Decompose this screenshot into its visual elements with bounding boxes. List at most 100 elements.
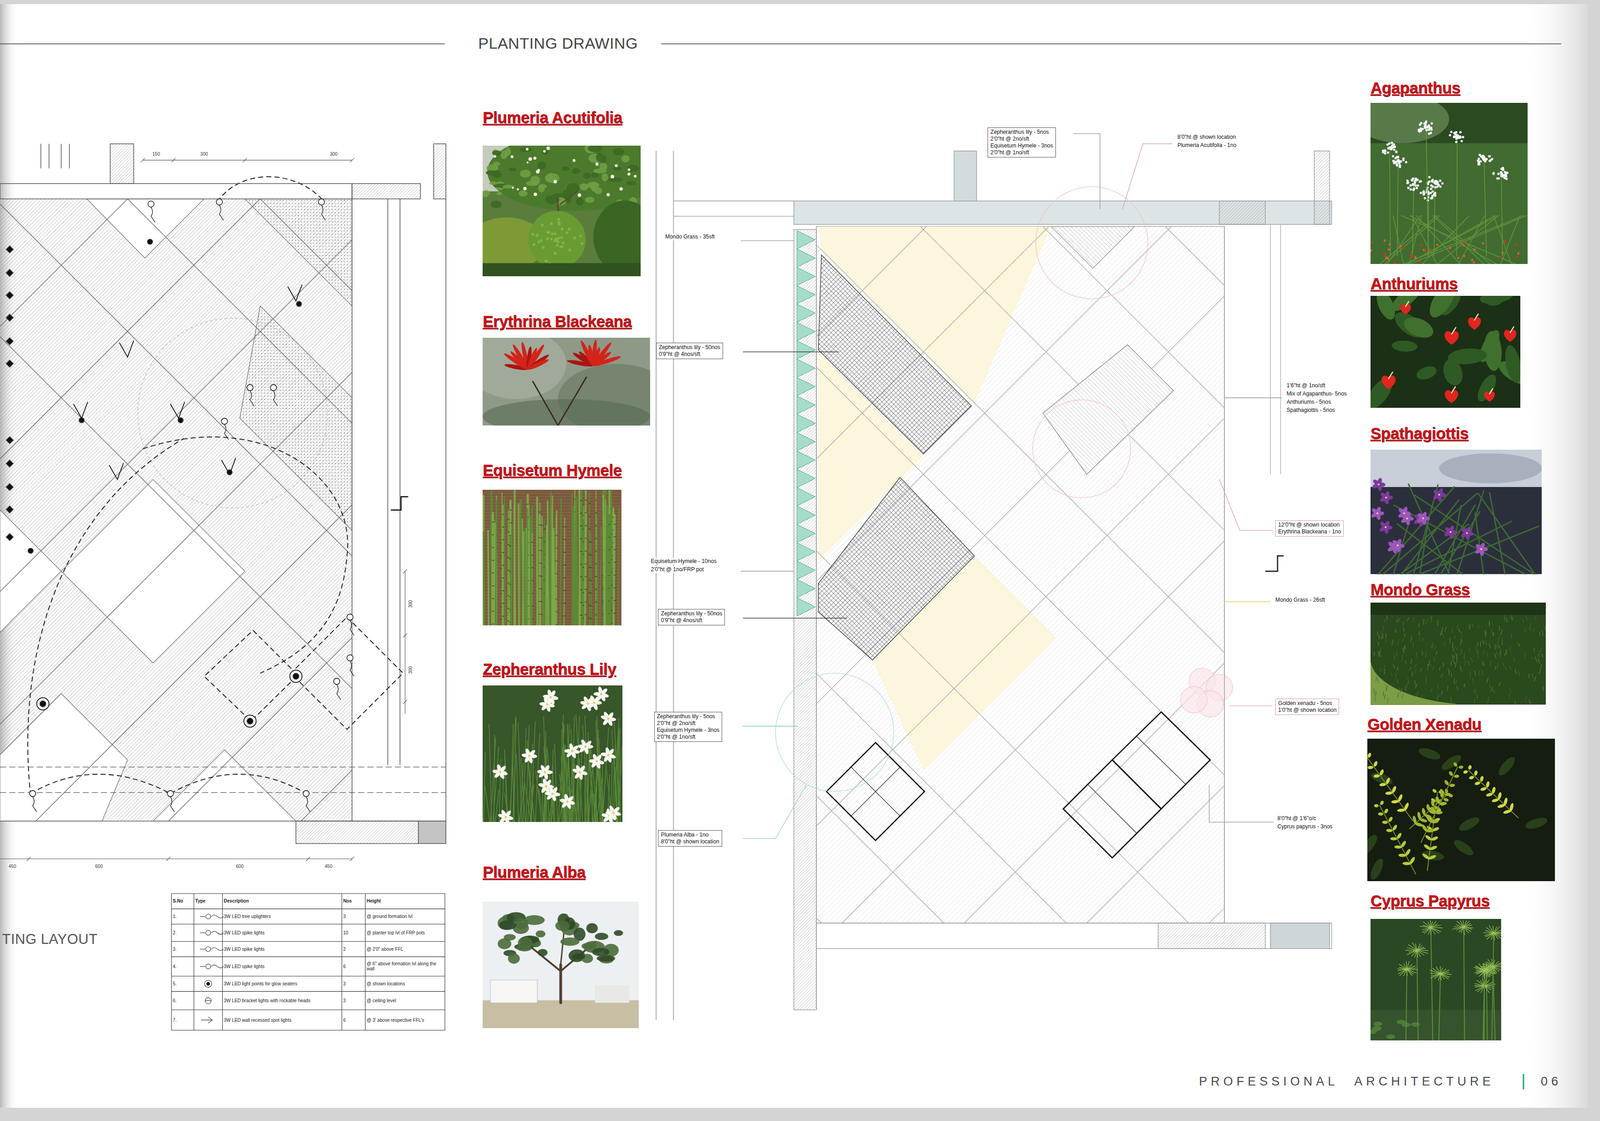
plant-photo	[1434, 505, 1475, 575]
plant-photo	[585, 563, 587, 565]
plant-photo	[1421, 517, 1424, 520]
plant-photo	[1464, 526, 1472, 535]
plant-photo	[560, 937, 580, 947]
plant-photo	[1485, 641, 1487, 646]
plant-photo	[1531, 657, 1533, 661]
plant-photo	[585, 490, 586, 626]
plant-photo	[595, 589, 597, 590]
plant-photo	[1455, 137, 1458, 140]
light-fixture-symbol	[246, 384, 253, 391]
plant-photo	[1505, 650, 1507, 656]
lighting-schedule-table	[205, 914, 211, 920]
plant-photo	[1405, 521, 1512, 575]
plant-photo	[502, 577, 505, 579]
plant-card: Plumeria Acutifolia	[482, 108, 641, 277]
lighting-schedule-table	[205, 964, 211, 970]
plant-photo	[1494, 666, 1496, 671]
walls	[69, 143, 70, 169]
plant-photo	[1403, 802, 1410, 812]
plant-photo	[482, 685, 623, 823]
plant-photo	[1373, 698, 1376, 702]
plant-photo	[1414, 256, 1417, 259]
tree-canopy-circles	[775, 186, 1233, 792]
plant-photo	[1528, 627, 1531, 632]
plant-photo	[1471, 659, 1473, 663]
plant-photo	[557, 377, 586, 426]
plant-photo	[509, 167, 517, 172]
plant-photo	[1370, 1029, 1377, 1035]
plant-photo	[1367, 832, 1380, 857]
plant-photo	[1494, 645, 1496, 650]
plant-photo	[1533, 628, 1534, 632]
lighting-schedule-table	[205, 930, 211, 936]
plant-photo	[1383, 490, 1391, 500]
plant-photo	[502, 526, 505, 528]
plant-photo	[1450, 697, 1452, 703]
plant-photo	[504, 147, 511, 156]
plant-photo	[1441, 691, 1443, 696]
plant-photo	[565, 231, 569, 235]
plant-photo	[482, 493, 622, 495]
plant-photo	[1398, 166, 1402, 169]
plant-photo	[1423, 122, 1426, 125]
light-fixture-symbol	[147, 239, 153, 245]
plant-photo	[1508, 802, 1514, 812]
plant-photo	[1389, 148, 1391, 256]
plant-photo	[528, 157, 533, 162]
plant-photo	[550, 237, 553, 241]
plant-photo	[482, 263, 641, 277]
plant-photo	[1396, 159, 1399, 162]
plant-photo	[585, 512, 587, 514]
plant-photo	[1442, 633, 1444, 638]
light-fixture-symbol	[5, 460, 14, 468]
plant-photo	[1439, 788, 1446, 795]
plant-photo	[492, 513, 493, 626]
plant-photo	[1375, 691, 1376, 696]
plant-photo	[595, 163, 599, 167]
plant-photo	[504, 815, 507, 819]
light-fixture-symbol	[119, 341, 134, 358]
plant-photo	[1385, 829, 1393, 833]
plant-photo	[1447, 668, 1450, 674]
plant-photo	[482, 901, 639, 1029]
plant-photo	[493, 747, 500, 823]
plant-photo	[1468, 625, 1470, 630]
plant-name: Agapanthus	[1370, 78, 1461, 97]
tree-canopy-circles	[1035, 186, 1149, 300]
plant-photo	[1399, 245, 1402, 248]
light-fixture-symbol	[350, 661, 355, 677]
plan-grid-lines	[816, 418, 1225, 827]
plant-photo	[1374, 694, 1376, 699]
plant-photo	[580, 242, 584, 245]
plant-photo	[1502, 343, 1521, 385]
plant-photo	[545, 237, 549, 241]
plant-photo	[550, 786, 559, 796]
light-fixture-symbol	[246, 718, 253, 725]
plant-photo	[1373, 774, 1380, 778]
plant-photo	[1391, 155, 1395, 158]
light-fixture-symbol	[287, 284, 302, 301]
planting-plan	[1280, 224, 1281, 475]
planter-squares	[1136, 736, 1187, 785]
planter-squares	[1112, 712, 1211, 810]
plant-photo	[519, 147, 532, 153]
plant-photo	[619, 187, 623, 192]
plant-photo	[1545, 632, 1547, 637]
plant-photo	[1409, 667, 1412, 671]
plant-photo	[504, 496, 505, 626]
leader-line	[1122, 143, 1173, 209]
plant-photo	[526, 494, 530, 626]
plant-photo	[1383, 808, 1390, 815]
plant-photo	[1449, 531, 1452, 534]
plant-photo	[537, 161, 546, 170]
plant-photo	[608, 524, 611, 525]
plant-photo	[1449, 783, 1456, 788]
plant-photo	[1370, 102, 1450, 144]
plant-photo	[579, 517, 580, 626]
plant-photo	[1447, 686, 1448, 692]
plant-photo	[535, 733, 541, 823]
light-fixture-symbol	[5, 314, 14, 322]
plant-photo	[554, 743, 558, 823]
leader-line	[1224, 397, 1282, 398]
plant-photo	[1483, 662, 1485, 666]
